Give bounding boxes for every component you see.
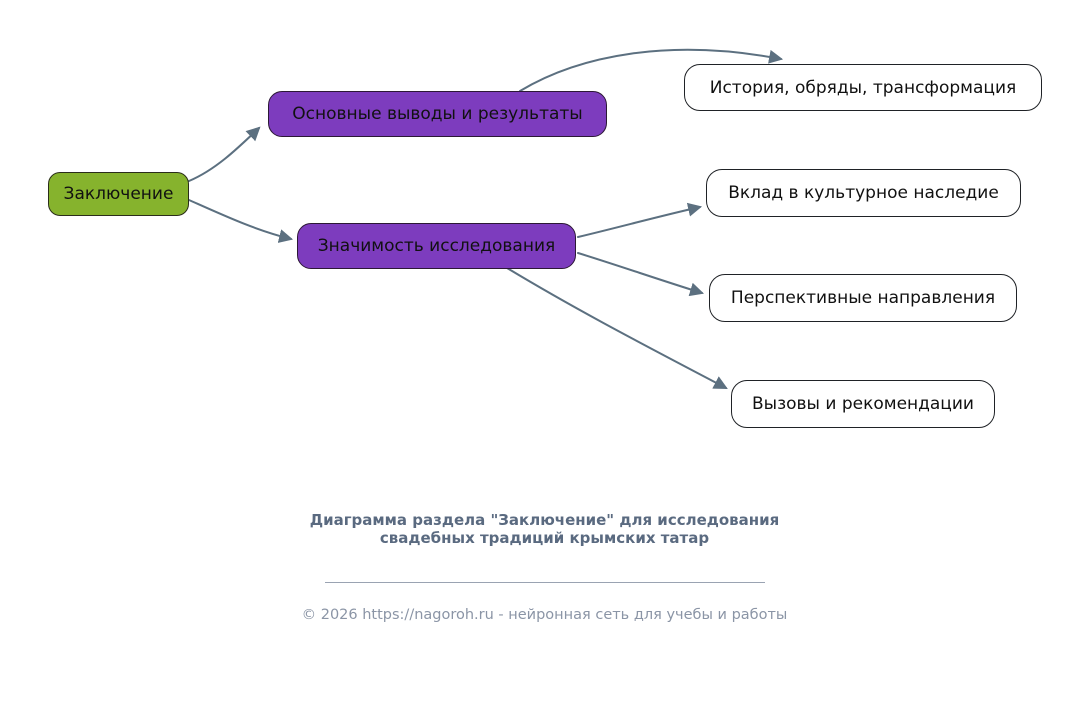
connector-branch2-to-leaf4 [506, 267, 728, 389]
mindmap-leaf-node-challenges: Вызовы и рекомендации [731, 380, 995, 428]
mindmap-branch-label: Основные выводы и результаты [292, 104, 583, 124]
connector-branch2-to-leaf3 [577, 252, 705, 297]
mindmap-leaf-node-history: История, обряды, трансформация [684, 64, 1042, 111]
mindmap-root-label: Заключение [63, 184, 174, 204]
mindmap-root-node: Заключение [48, 172, 189, 216]
copyright-text: © 2026 https://nagoroh.ru - нейронная се… [301, 607, 788, 623]
mindmap-leaf-node-heritage: Вклад в культурное наследие [706, 169, 1021, 217]
connector-root-to-branch1 [188, 126, 261, 182]
diagram-caption: Диаграмма раздела "Заключение" для иссле… [309, 511, 780, 547]
mindmap-branch-node-significance: Значимость исследования [297, 223, 576, 269]
caption-divider [324, 582, 765, 583]
connector-root-to-branch2 [188, 199, 294, 243]
mindmap-branch-label: Значимость исследования [317, 236, 556, 256]
connector-branch2-to-leaf2 [577, 202, 703, 238]
mindmap-branch-node-conclusions: Основные выводы и результаты [268, 91, 607, 137]
mindmap-leaf-label: Вызовы и рекомендации [752, 394, 974, 414]
mindmap-leaf-label: Перспективные направления [730, 288, 996, 308]
mindmap-leaf-label: История, обряды, трансформация [709, 77, 1017, 98]
mindmap-leaf-node-directions: Перспективные направления [709, 274, 1017, 322]
mindmap-leaf-label: Вклад в культурное наследие [728, 183, 999, 203]
